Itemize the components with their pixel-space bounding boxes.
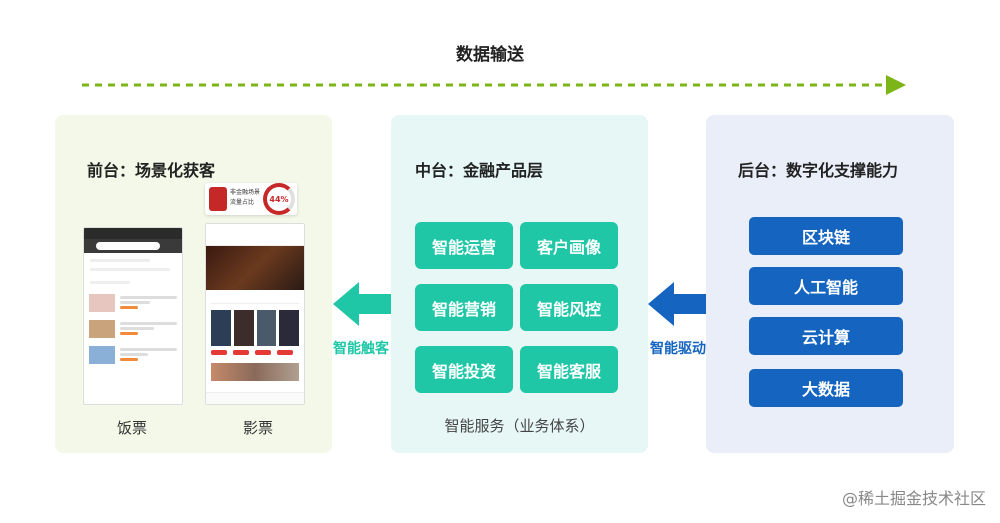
smart-reach-arrow bbox=[333, 282, 393, 326]
cloud-computing-button[interactable]: 云计算 bbox=[749, 317, 903, 355]
blockchain-button[interactable]: 区块链 bbox=[749, 217, 903, 255]
percent-ring: 44% bbox=[263, 183, 295, 215]
smart-customer-service-button[interactable]: 智能客服 bbox=[520, 346, 618, 393]
back-panel: 后台：数字化支撑能力 区块链 人工智能 云计算 大数据 bbox=[706, 115, 954, 453]
meal-ticket-phone-screenshot bbox=[83, 227, 183, 405]
middle-panel-title: 中台：金融产品层 bbox=[415, 161, 544, 180]
smart-risk-control-button[interactable]: 智能风控 bbox=[520, 284, 618, 331]
middle-panel-caption: 智能服务（业务体系） bbox=[444, 417, 595, 435]
middle-panel: 中台：金融产品层 智能运营 客户画像 智能营销 智能风控 智能投资 智能客服 智… bbox=[391, 115, 648, 453]
smart-marketing-button[interactable]: 智能营销 bbox=[415, 284, 513, 331]
meal-ticket-label: 饭票 bbox=[117, 419, 148, 437]
ai-button[interactable]: 人工智能 bbox=[749, 267, 903, 305]
badge-percent: 44% bbox=[269, 194, 289, 204]
flow-title: 数据输送 bbox=[456, 45, 524, 65]
smart-reach-label: 智能触客 bbox=[333, 341, 389, 357]
front-panel-title: 前台：场景化获客 bbox=[87, 161, 216, 180]
badge-line2: 流量占比 bbox=[230, 199, 255, 206]
movie-ticket-label: 影票 bbox=[243, 419, 274, 437]
watermark: @稀土掘金技术社区 bbox=[841, 489, 986, 508]
smart-drive-arrow bbox=[648, 282, 708, 326]
movie-ticket-phone-screenshot bbox=[205, 223, 305, 405]
big-data-button[interactable]: 大数据 bbox=[749, 369, 903, 407]
smart-operation-button[interactable]: 智能运营 bbox=[415, 222, 513, 269]
non-finance-traffic-badge: 非金融场景 流量占比 44% bbox=[205, 183, 297, 215]
smart-investment-button[interactable]: 智能投资 bbox=[415, 346, 513, 393]
front-panel: 前台：场景化获客 非金融场景 流量占比 44% 饭票 影票 bbox=[55, 115, 332, 453]
smart-drive-label: 智能驱动 bbox=[650, 341, 706, 357]
data-flow-arrow bbox=[82, 75, 906, 95]
back-panel-title: 后台：数字化支撑能力 bbox=[738, 161, 899, 180]
badge-line1: 非金融场景 bbox=[230, 189, 261, 196]
customer-profile-button[interactable]: 客户画像 bbox=[520, 222, 618, 269]
app-logo-icon bbox=[209, 187, 227, 211]
